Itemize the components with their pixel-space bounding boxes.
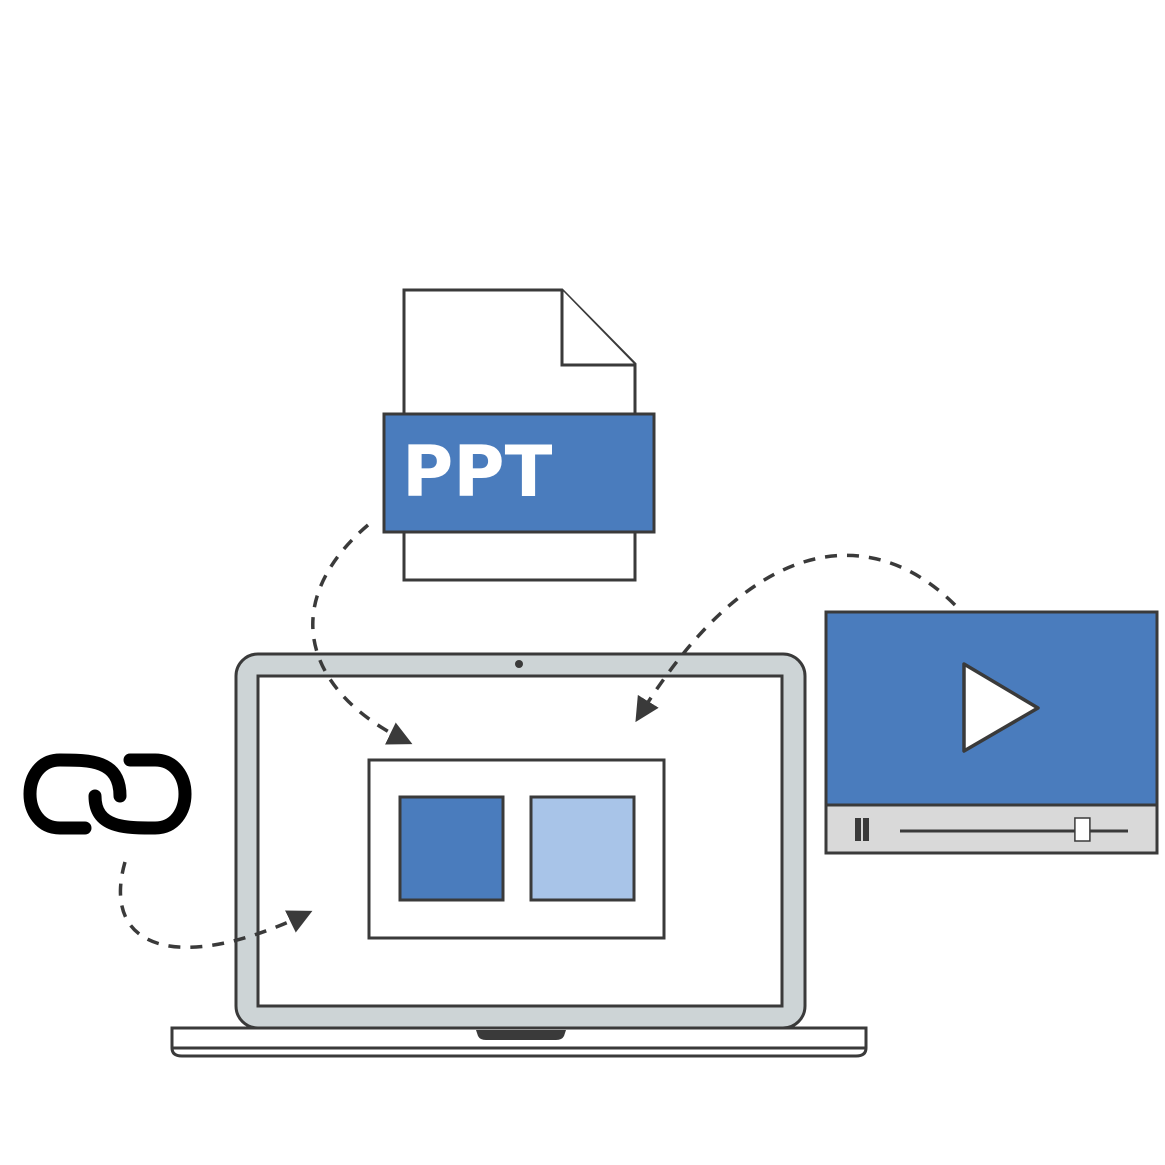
- video-to-laptop-arrow: [635, 553, 957, 723]
- ppt-to-laptop-arrow: [311, 523, 413, 745]
- ppt-file-banner: [382, 412, 656, 534]
- link-icon-right-ring: [88, 753, 192, 835]
- flow-arrows: [118, 523, 957, 950]
- link-to-laptop-arrow: [118, 861, 313, 950]
- ppt-file-icon: PPT: [382, 288, 656, 582]
- link-icon-left-ring: [23, 753, 127, 835]
- link-icon: [23, 753, 192, 835]
- laptop-trackpad-notch: [476, 1030, 566, 1040]
- video-controls-bar: [824, 803, 1159, 855]
- pause-icon-bar-left: [855, 818, 861, 841]
- video-progress-thumb: [1074, 817, 1091, 842]
- play-icon: [962, 662, 1040, 753]
- ppt-file-label: PPT: [402, 431, 553, 513]
- pause-icon-bar-right: [863, 818, 869, 841]
- laptop-camera: [515, 660, 523, 668]
- slide-thumbnail-light: [529, 795, 636, 902]
- laptop-icon: [170, 652, 868, 1058]
- slide-thumbnail-dark: [398, 795, 505, 902]
- video-player-icon: [824, 610, 1159, 855]
- ppt-file-fold: [560, 290, 635, 367]
